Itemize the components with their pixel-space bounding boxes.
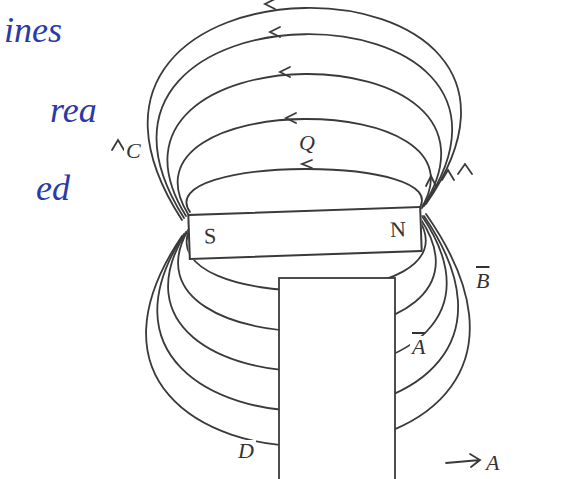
- note-fragment: rea: [48, 92, 99, 128]
- note-fragment: ines: [2, 12, 64, 48]
- pole-label: S: [204, 225, 217, 247]
- direction-label: A: [484, 452, 501, 474]
- pole-label: N: [390, 218, 407, 241]
- point-label: A: [410, 336, 427, 358]
- point-label: Q: [297, 132, 317, 154]
- bar-magnet: SN: [187, 206, 422, 260]
- point-label: C: [124, 140, 143, 162]
- point-label: B: [474, 270, 491, 292]
- note-fragment: ed: [34, 170, 72, 206]
- point-label: D: [236, 440, 256, 462]
